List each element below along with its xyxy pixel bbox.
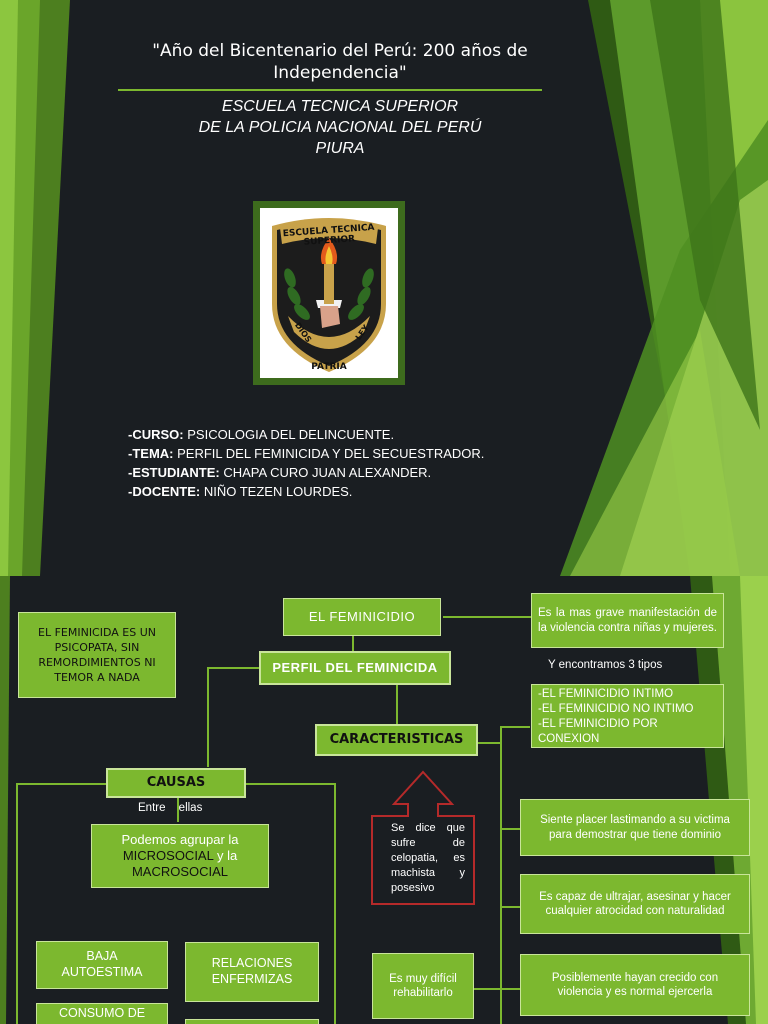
connector [500, 988, 520, 990]
logo-bottom-motto: PATRIA [311, 362, 347, 372]
connector [352, 636, 354, 651]
rehabilitar-box: Es muy difícil rehabilitarlo [372, 953, 474, 1019]
perfil-box: PERFIL DEL FEMINICIDA [259, 651, 451, 685]
school-line-1: ESCUELA TECNICA SUPERIOR [221, 98, 459, 115]
connector [500, 906, 520, 908]
tipo-conexion: -EL FEMINICIDIO POR CONEXION [538, 718, 658, 745]
connector [500, 726, 502, 1024]
concept-map-slide: EL FEMINICIDA ES UN PSICOPATA, SIN REMOR… [0, 576, 768, 1024]
course-info: -CURSO: PSICOLOGIA DEL DELINCUENTE. -TEM… [128, 425, 568, 501]
school-logo: ESCUELA TECNICA SUPERIOR DIOS LEY PATRIA [260, 208, 398, 378]
agrupar-text: Podemos agrupar la [121, 831, 239, 847]
entre-ellas-text: Entre ellas [138, 802, 203, 814]
caracteristicas-box: CARACTERISTICAS [315, 724, 478, 756]
connector [207, 667, 259, 669]
celopatia-text: Se dice que sufre de celopatia, es machi… [391, 822, 465, 894]
caracteristica-dominio: Siente placer lastimando a su victima pa… [520, 799, 750, 856]
school-line-2: DE LA POLICIA NACIONAL DEL PERÚ [198, 119, 482, 136]
connector [500, 828, 520, 830]
connector [334, 783, 336, 1024]
causa-box-partial [185, 1019, 319, 1024]
bicentenario-title: "Año del Bicentenario del Perú: 200 años… [152, 41, 528, 83]
connector [396, 684, 398, 724]
slide1-background [0, 0, 768, 576]
connector [500, 726, 530, 728]
connector [474, 988, 500, 990]
title-slide: "Año del Bicentenario del Perú: 200 años… [0, 0, 768, 576]
encontramos-text: Y encontramos 3 tipos [548, 659, 663, 671]
connector [177, 798, 179, 822]
connector [16, 783, 106, 785]
tipos-box: -EL FEMINICIDIO INTIMO -EL FEMINICIDIO N… [531, 684, 724, 748]
relaciones-enfermizas-box: RELACIONES ENFERMIZAS [185, 942, 319, 1002]
caracteristica-atrocidad: Es capaz de ultrajar, asesinar y hacer c… [520, 874, 750, 934]
up-arrow-callout [371, 770, 475, 905]
connector [246, 783, 336, 785]
feminicidio-box: EL FEMINICIDIO [283, 598, 441, 636]
agrupar-macro: MACROSOCIAL [131, 864, 229, 880]
causas-box: CAUSAS [106, 768, 246, 798]
tipo-no-intimo: -EL FEMINICIDIO NO INTIMO [538, 703, 694, 715]
caracteristica-violencia: Posiblemente hayan crecido con violencia… [520, 954, 750, 1016]
school-line-3: PIURA [315, 140, 365, 157]
definicion-box: Es la mas grave manifestación de la viol… [531, 593, 724, 648]
info-estudiante: -ESTUDIANTE: CHAPA CURO JUAN ALEXANDER. [128, 465, 432, 480]
school-name: ESCUELA TECNICA SUPERIOR DE LA POLICIA N… [140, 96, 540, 159]
info-curso: -CURSO: PSICOLOGIA DEL DELINCUENTE. [128, 427, 395, 442]
psicopata-box: EL FEMINICIDA ES UN PSICOPATA, SIN REMOR… [18, 612, 176, 698]
info-tema: -TEMA: PERFIL DEL FEMINICIDA Y DEL SECUE… [128, 446, 485, 461]
tipo-intimo: -EL FEMINICIDIO INTIMO [538, 688, 674, 700]
agrupar-box: Podemos agrupar la MICROSOCIAL y la MACR… [91, 824, 269, 888]
title-divider [118, 89, 542, 91]
school-logo-frame: ESCUELA TECNICA SUPERIOR DIOS LEY PATRIA [253, 201, 405, 385]
info-docente: -DOCENTE: NIÑO TEZEN LOURDES. [128, 484, 353, 499]
connector [443, 616, 531, 618]
agrupar-micro: MICROSOCIAL y la [122, 847, 238, 863]
connector [207, 667, 209, 767]
connector [16, 783, 18, 1024]
baja-autoestima-box: BAJA AUTOESTIMA [36, 941, 168, 989]
connector [478, 742, 500, 744]
consumo-box: CONSUMO DE [36, 1003, 168, 1024]
